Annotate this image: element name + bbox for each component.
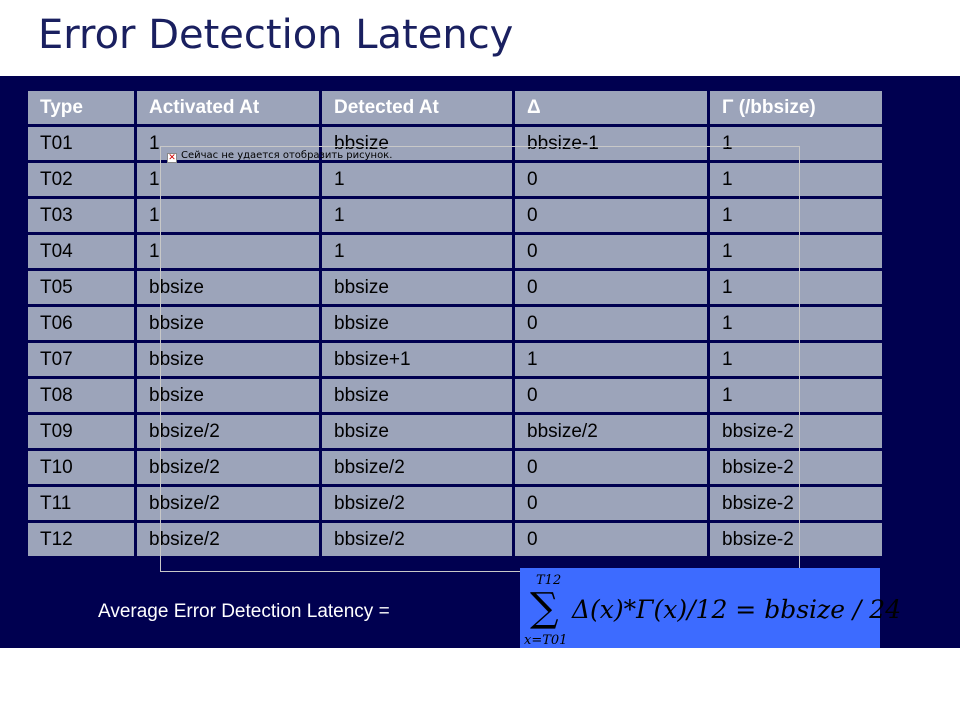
cell-delta: bbsize-1: [515, 127, 707, 160]
cell-type: T06: [28, 307, 134, 340]
cell-type: T01: [28, 127, 134, 160]
cell-activated-at: bbsize: [137, 343, 319, 376]
header-type: Type: [28, 91, 134, 124]
cell-detected-at: bbsize: [322, 307, 512, 340]
header-delta: Δ: [515, 91, 707, 124]
header-activated-at: Activated At: [137, 91, 319, 124]
cell-detected-at: bbsize: [322, 379, 512, 412]
cell-activated-at: bbsize/2: [137, 451, 319, 484]
cell-detected-at: bbsize: [322, 127, 512, 160]
cell-gamma: 1: [710, 127, 882, 160]
cell-type: T11: [28, 487, 134, 520]
slide-title: Error Detection Latency: [38, 12, 514, 58]
cell-detected-at: bbsize/2: [322, 451, 512, 484]
cell-type: T10: [28, 451, 134, 484]
cell-delta: bbsize/2: [515, 415, 707, 448]
formula-svg: T12 ∑ x=T01 Δ(x)*Γ(x)/12 = bbsize / 24: [524, 573, 901, 648]
average-label: Average Error Detection Latency =: [98, 601, 390, 622]
cell-detected-at: bbsize+1: [322, 343, 512, 376]
cell-activated-at: 1: [137, 199, 319, 232]
cell-detected-at: 1: [322, 163, 512, 196]
formula-expression: Δ(x)*Γ(x)/12 = bbsize / 24: [571, 595, 901, 624]
cell-delta: 1: [515, 343, 707, 376]
sum-lower-limit: x=T01: [524, 633, 567, 648]
cell-delta: 0: [515, 199, 707, 232]
cell-type: T04: [28, 235, 134, 268]
cell-gamma: 1: [710, 235, 882, 268]
cell-detected-at: bbsize: [322, 271, 512, 304]
cell-gamma: 1: [710, 271, 882, 304]
cell-type: T08: [28, 379, 134, 412]
cell-gamma: 1: [710, 199, 882, 232]
header-gamma: Γ (/bbsize): [710, 91, 882, 124]
cell-delta: 0: [515, 235, 707, 268]
cell-delta: 0: [515, 451, 707, 484]
cell-gamma: bbsize-2: [710, 415, 882, 448]
cell-gamma: 1: [710, 163, 882, 196]
cell-gamma: bbsize-2: [710, 523, 882, 556]
cell-gamma: 1: [710, 379, 882, 412]
cell-activated-at: 1: [137, 235, 319, 268]
cell-delta: 0: [515, 163, 707, 196]
cell-activated-at: 1: [137, 127, 319, 160]
cell-activated-at: bbsize/2: [137, 415, 319, 448]
latency-table: Type Activated At Detected At Δ Γ (/bbsi…: [25, 88, 885, 559]
cell-activated-at: 1: [137, 163, 319, 196]
cell-gamma: 1: [710, 343, 882, 376]
cell-delta: 0: [515, 307, 707, 340]
cell-detected-at: bbsize/2: [322, 523, 512, 556]
header-detected-at: Detected At: [322, 91, 512, 124]
cell-delta: 0: [515, 523, 707, 556]
cell-activated-at: bbsize: [137, 379, 319, 412]
cell-activated-at: bbsize: [137, 307, 319, 340]
cell-detected-at: bbsize/2: [322, 487, 512, 520]
cell-type: T03: [28, 199, 134, 232]
cell-type: T09: [28, 415, 134, 448]
cell-type: T02: [28, 163, 134, 196]
cell-delta: 0: [515, 487, 707, 520]
sum-upper-limit: T12: [536, 573, 561, 588]
summation-icon: ∑: [530, 585, 559, 631]
cell-gamma: bbsize-2: [710, 451, 882, 484]
cell-type: T05: [28, 271, 134, 304]
formula-box: T12 ∑ x=T01 Δ(x)*Γ(x)/12 = bbsize / 24: [520, 568, 901, 648]
cell-activated-at: bbsize/2: [137, 523, 319, 556]
cell-detected-at: 1: [322, 199, 512, 232]
table-header-row: Type Activated At Detected At Δ Γ (/bbsi…: [28, 91, 882, 124]
cell-gamma: 1: [710, 307, 882, 340]
cell-activated-at: bbsize/2: [137, 487, 319, 520]
cell-activated-at: bbsize: [137, 271, 319, 304]
cell-delta: 0: [515, 271, 707, 304]
cell-detected-at: 1: [322, 235, 512, 268]
cell-detected-at: bbsize: [322, 415, 512, 448]
cell-delta: 0: [515, 379, 707, 412]
cell-gamma: bbsize-2: [710, 487, 882, 520]
cell-type: T12: [28, 523, 134, 556]
cell-type: T07: [28, 343, 134, 376]
